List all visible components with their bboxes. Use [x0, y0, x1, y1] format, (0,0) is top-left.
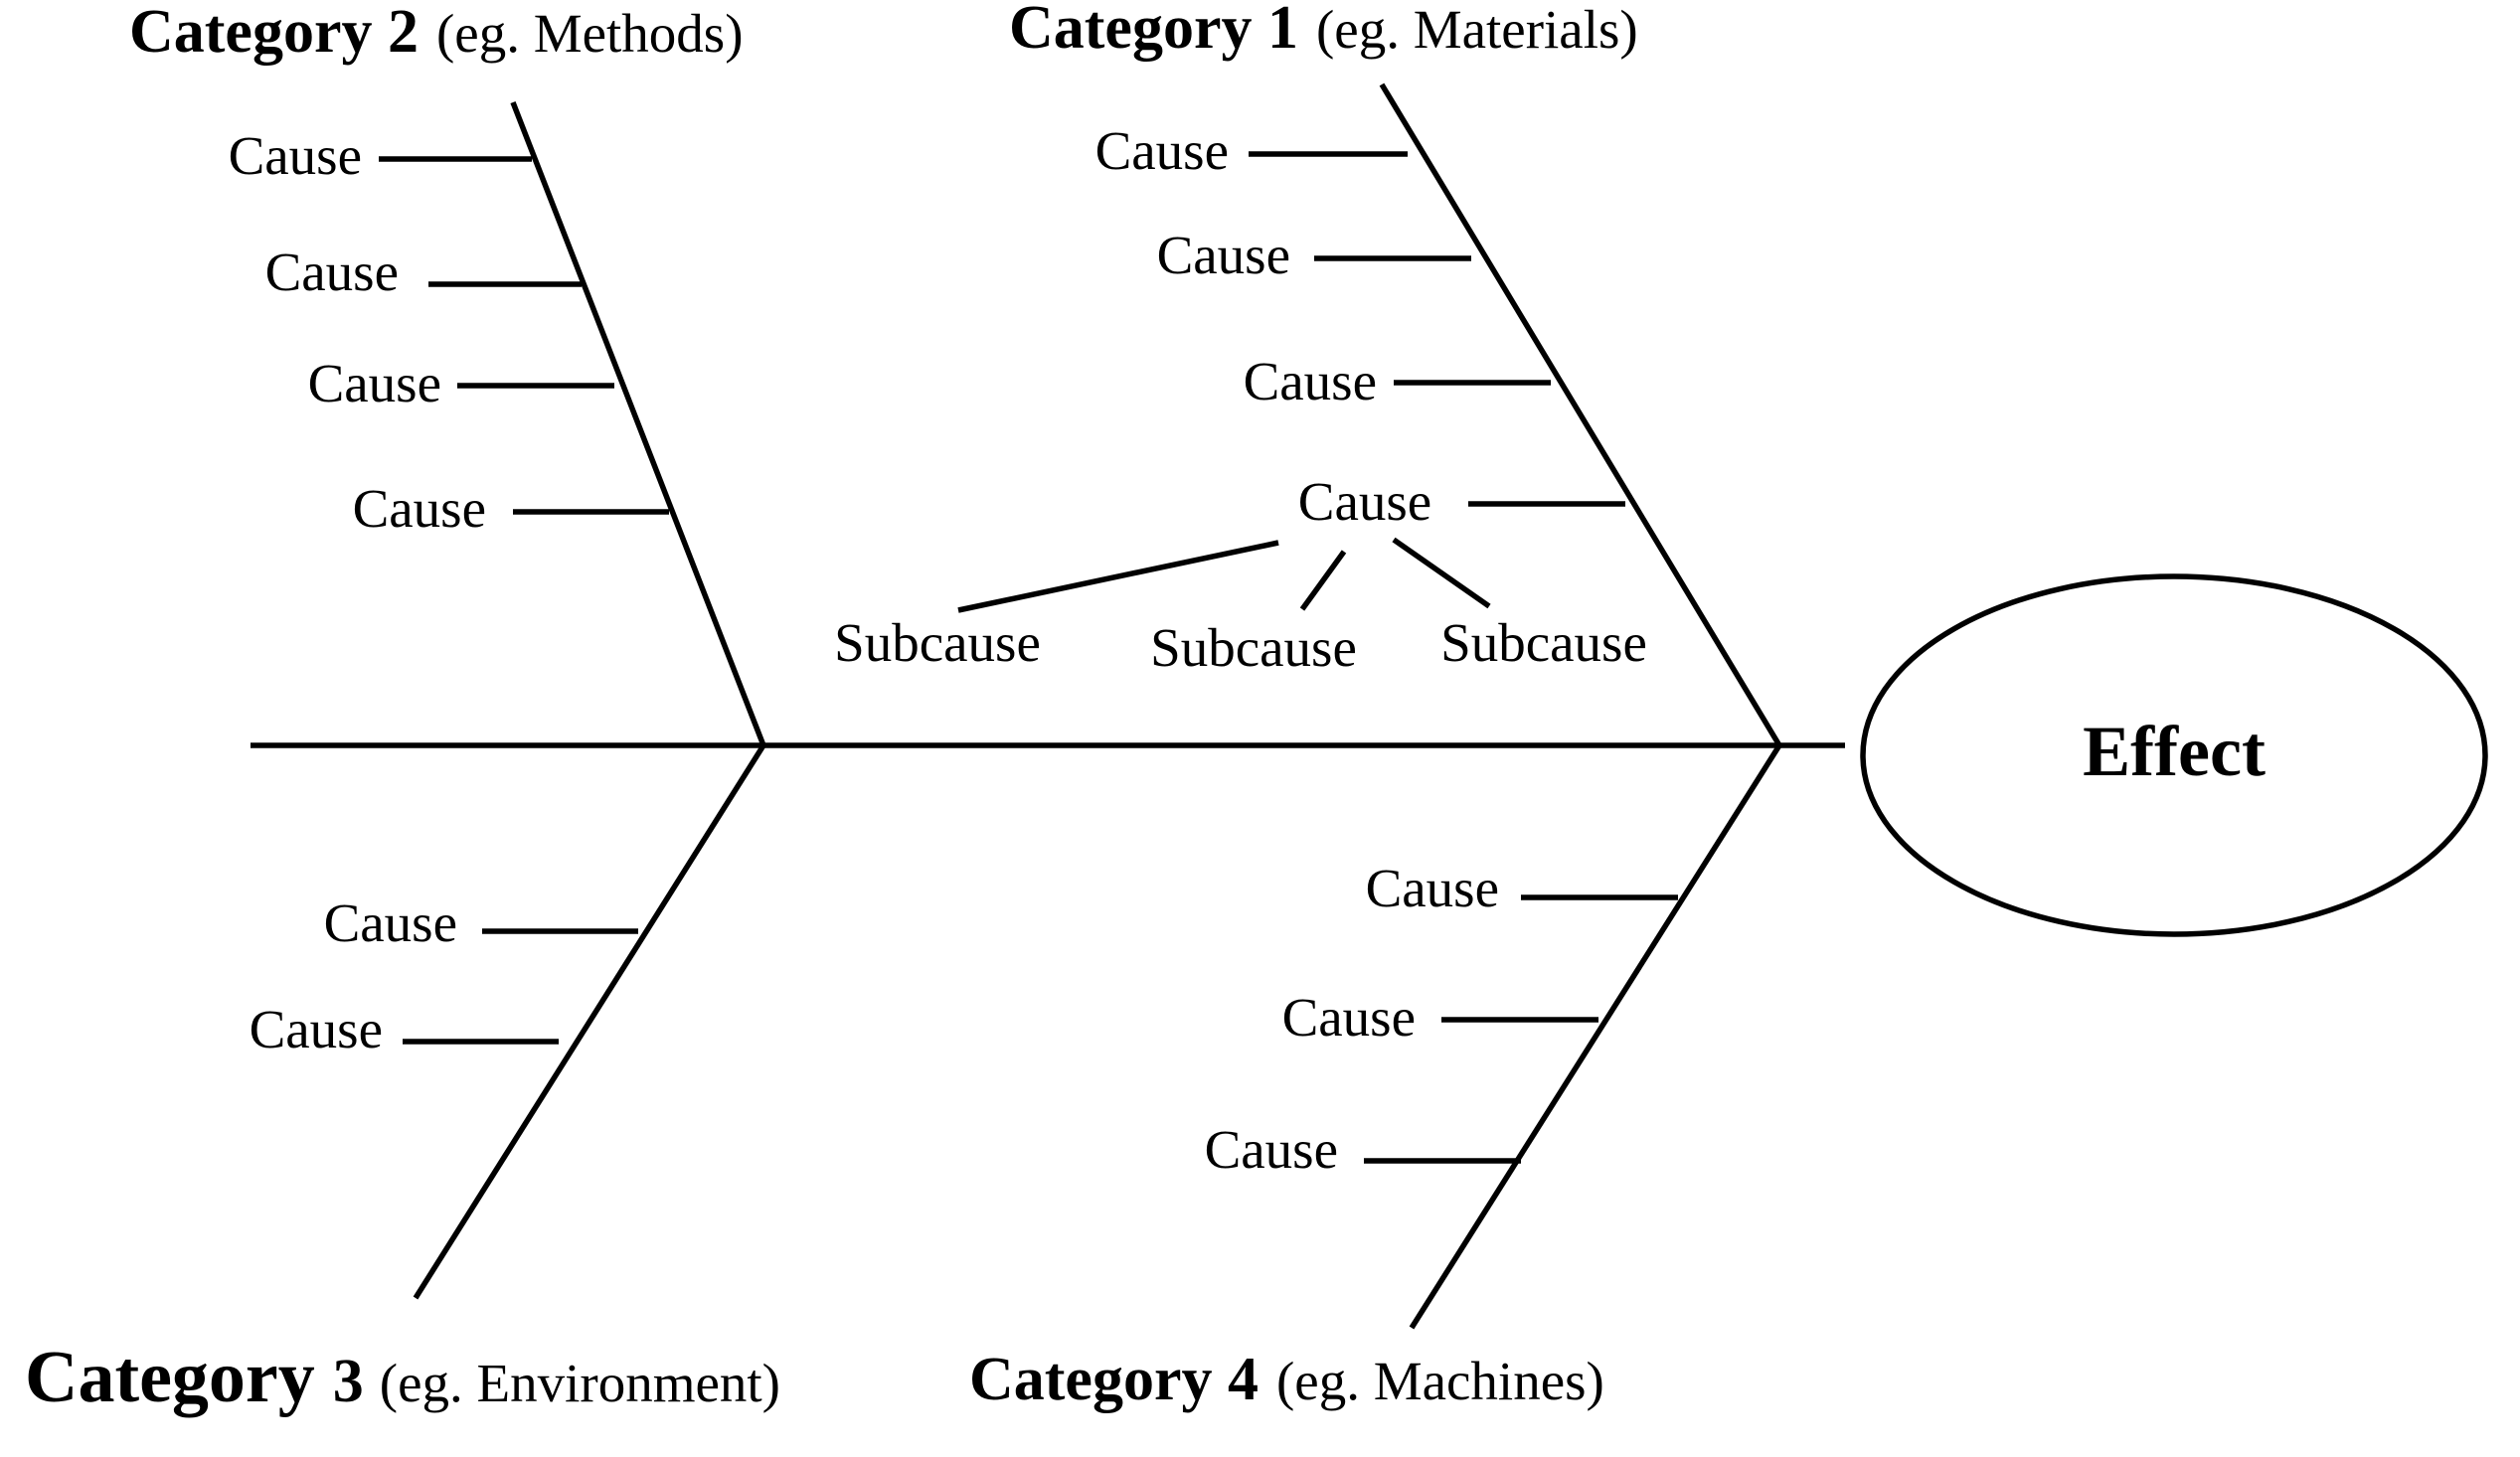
cause-label: Cause	[308, 353, 441, 413]
bone-category-3	[413, 743, 766, 1300]
subcause-label: Subcause	[1440, 612, 1647, 673]
cause-label: Cause	[229, 125, 362, 186]
cause-label: Cause	[1095, 120, 1229, 181]
category-4-title: Category 4 (eg. Machines)	[969, 1346, 1604, 1413]
subcause-line	[1299, 550, 1347, 611]
category-4-detail: (eg. Machines)	[1276, 1351, 1604, 1411]
subcause-line	[957, 540, 1279, 613]
subcause-line	[1392, 537, 1491, 609]
category-2-title: Category 2 (eg. Methods)	[129, 0, 744, 66]
category-4-bold: Category 4	[969, 1346, 1259, 1413]
effect-label: Effect	[2083, 712, 2266, 791]
category-1-title: Category 1 (eg. Materials)	[1009, 0, 1638, 62]
category-3-detail: (eg. Environment)	[380, 1353, 780, 1413]
subcause-label: Subcause	[1150, 617, 1357, 678]
category-1-detail: (eg. Materials)	[1316, 0, 1638, 60]
category-1-bold: Category 1	[1009, 0, 1298, 62]
cause-label: Cause	[265, 242, 399, 302]
category-3-title: Category 3 (eg. Environment)	[25, 1337, 780, 1418]
subcause-label: Subcause	[834, 612, 1041, 673]
cause-label: Cause	[1366, 858, 1499, 918]
bone-category-1	[1379, 82, 1782, 747]
category-3-number: 3	[333, 1348, 364, 1415]
bone-category-2	[510, 101, 766, 746]
category-2-detail: (eg. Methods)	[436, 3, 744, 64]
cause-label: Cause	[1157, 225, 1290, 285]
cause-label: Cause	[1298, 471, 1431, 532]
bone-category-4	[1409, 743, 1782, 1330]
cause-label: Cause	[324, 892, 457, 953]
cause-label: Cause	[1244, 351, 1377, 411]
effect-ellipse	[1860, 573, 2488, 937]
cause-label: Cause	[1282, 987, 1416, 1048]
cause-label: Cause	[250, 999, 383, 1059]
category-3-bold: Category	[25, 1337, 315, 1418]
cause-label: Cause	[1205, 1119, 1338, 1180]
category-2-bold: Category 2	[129, 0, 419, 66]
cause-label: Cause	[353, 478, 486, 539]
